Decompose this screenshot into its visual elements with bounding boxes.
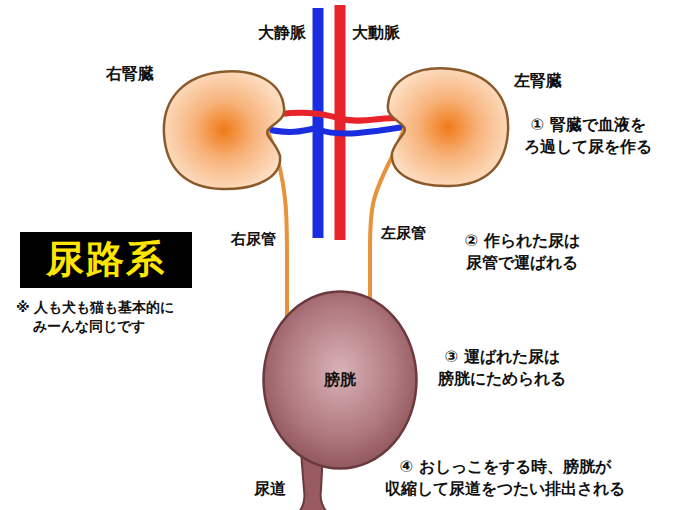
node-label: 右腎臓	[106, 64, 154, 85]
kidney-outline	[160, 68, 290, 193]
node-label: 膀胱	[324, 370, 356, 391]
kidney-outline	[382, 65, 512, 190]
kidney-shape	[388, 68, 508, 186]
part-label: 尿道	[254, 478, 294, 500]
step-note: ② 作られた尿は 尿管で運ばれる	[440, 230, 604, 273]
step-note: ③ 運ばれた尿は 膀胱にためられる	[420, 346, 584, 389]
title-box: 尿路系	[20, 232, 192, 288]
vessel-label: 大動脈	[352, 22, 412, 44]
step-note: ① 腎臓で血液を ろ過して尿を作る	[506, 114, 670, 157]
bladder-shape	[264, 292, 417, 469]
kidney: 左腎臓	[382, 65, 512, 190]
note: ※ 人も犬も猫も基本的に みーんな同じです	[16, 298, 206, 336]
title-text: 尿路系	[46, 237, 166, 281]
step-note: ④ おしっこをする時、膀胱が 収縮して尿道をつたい排出される	[350, 456, 660, 499]
aorta	[335, 5, 346, 240]
kidney: 右腎臓	[160, 68, 290, 193]
node-label: 左腎臓	[514, 71, 562, 92]
kidney-shape	[164, 71, 284, 189]
ureter-label: 右尿管	[229, 230, 278, 249]
vena-cava	[313, 8, 324, 238]
vessel-label: 大静脈	[250, 22, 306, 44]
ureter-label: 左尿管	[379, 224, 428, 243]
bladder: 膀胱	[262, 290, 418, 470]
renal-vein	[320, 126, 410, 133]
